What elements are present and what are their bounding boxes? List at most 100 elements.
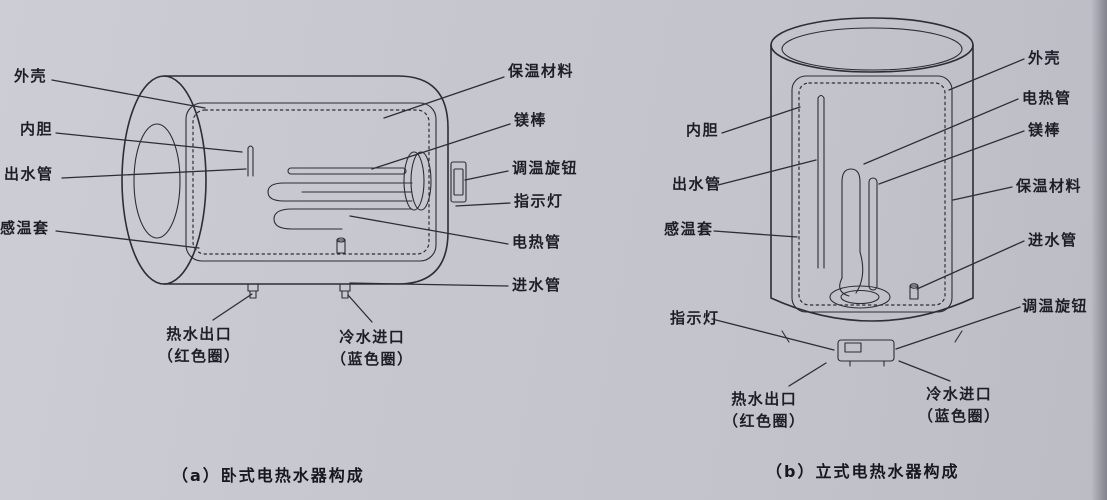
heater-a-cold-nozzle-flange xyxy=(339,283,351,292)
heater-b-inlet-stub-top xyxy=(909,283,919,289)
heater-b-vertical xyxy=(770,17,974,367)
heater-b-inner-tank xyxy=(791,75,953,313)
heater-a-flange-outer xyxy=(410,151,432,211)
label-b-insulation: 保温材料 xyxy=(1016,177,1083,195)
label-b-inlet-pipe: 进水管 xyxy=(1028,231,1078,249)
heater-b-heating-tube-curl-left xyxy=(839,277,850,297)
label-b-hot-outlet-line1: 热水出口 xyxy=(731,390,798,408)
leader-a-inner-tank xyxy=(55,132,243,153)
leader-b-outlet-pipe xyxy=(717,159,817,186)
heater-a-insulation-band xyxy=(192,109,430,255)
heater-a-cold-nozzle xyxy=(341,290,349,299)
label-b-hot-outlet: 热水出口 （红色圈） xyxy=(723,389,806,433)
leader-a-magnesium-rod xyxy=(371,123,511,170)
leader-b-inlet-pipe xyxy=(916,240,1025,290)
heater-b-magnesium-rod xyxy=(868,177,878,291)
label-a-inner-tank: 内胆 xyxy=(20,120,54,138)
heater-a-inlet-stub xyxy=(336,239,346,254)
leader-a-hot-outlet xyxy=(212,293,253,321)
leader-b-sensor-sleeve xyxy=(713,230,798,238)
heater-b-top-rim xyxy=(781,27,963,71)
label-a-magnesium-rod: 镁棒 xyxy=(514,111,548,129)
label-b-inner-tank: 内胆 xyxy=(686,121,720,139)
label-b-indicator-light: 指示灯 xyxy=(670,309,720,327)
heater-b-box-stubs xyxy=(849,360,885,367)
label-a-shell: 外壳 xyxy=(14,67,48,85)
heater-a-horizontal xyxy=(121,75,467,299)
label-a-cold-inlet-line2: （蓝色圈） xyxy=(331,349,414,368)
leader-a-indicator-light xyxy=(455,202,511,207)
heater-a-outlet-pipe xyxy=(247,145,254,177)
heater-b-control-box-window xyxy=(844,342,862,353)
leader-b-magnesium-rod xyxy=(878,130,1025,185)
label-a-inlet-pipe: 进水管 xyxy=(512,276,562,294)
label-b-magnesium-rod: 镁棒 xyxy=(1028,121,1062,139)
label-b-cold-inlet-line1: 冷水进口 xyxy=(926,385,993,403)
heater-b-foot-left xyxy=(781,330,790,343)
heater-a-heating-tube-lower xyxy=(273,208,413,230)
heater-b-flange xyxy=(829,285,891,309)
heater-b-inlet-stub xyxy=(909,285,919,300)
label-b-cold-inlet-line2: （蓝色圈） xyxy=(918,406,1001,425)
heater-b-control-box xyxy=(837,339,895,362)
heater-a-body-outline xyxy=(163,75,449,285)
leader-b-thermostat-knob xyxy=(895,306,1021,350)
heater-a-hot-nozzle-flange xyxy=(247,283,259,292)
heater-b-top-outline xyxy=(770,17,974,73)
label-a-cold-inlet-line1: 冷水进口 xyxy=(339,328,406,346)
leader-a-shell xyxy=(51,79,206,109)
caption-a: （a）卧式电热水器构成 xyxy=(172,466,365,485)
leader-b-inner-tank xyxy=(721,106,801,134)
label-b-cold-inlet: 冷水进口 （蓝色圈） xyxy=(918,384,1001,428)
heater-a-endcap-opening xyxy=(133,123,181,239)
leader-a-inlet-pipe xyxy=(349,282,509,287)
label-b-shell: 外壳 xyxy=(1028,49,1062,67)
label-a-hot-outlet: 热水出口 （红色圈） xyxy=(158,324,241,368)
leader-a-cold-inlet xyxy=(347,294,373,323)
label-a-sensor-sleeve: 感温套 xyxy=(0,219,50,237)
label-a-hot-outlet-line1: 热水出口 xyxy=(166,325,233,343)
label-a-indicator-light: 指示灯 xyxy=(514,192,564,210)
heater-b-heating-tube-curl-right xyxy=(855,251,864,294)
heater-a-heating-tube xyxy=(267,182,413,202)
leader-a-sensor-sleeve xyxy=(55,230,200,249)
heater-a-flange xyxy=(403,151,425,211)
label-a-cold-inlet: 冷水进口 （蓝色圈） xyxy=(331,327,414,371)
heater-b-foot-right xyxy=(954,330,963,343)
label-b-outlet-pipe: 出水管 xyxy=(672,175,722,193)
leader-b-shell xyxy=(948,58,1025,91)
heater-a-magnesium-rod xyxy=(287,167,407,175)
label-a-thermostat-knob: 调温旋钮 xyxy=(512,159,579,177)
heater-a-thermostat-knob xyxy=(450,161,467,203)
heater-b-body-outline xyxy=(770,44,974,322)
label-b-thermostat-knob: 调温旋钮 xyxy=(1022,297,1089,315)
label-b-sensor-sleeve: 感温套 xyxy=(664,220,714,238)
label-a-heating-tube: 电热管 xyxy=(512,233,562,251)
heater-a-hot-nozzle xyxy=(249,290,257,299)
heater-a-inner-tank xyxy=(185,102,437,262)
leader-b-heating-tube xyxy=(863,98,1019,165)
label-a-outlet-pipe: 出水管 xyxy=(4,165,54,183)
label-b-hot-outlet-line2: （红色圈） xyxy=(723,411,806,430)
leader-b-hot-outlet xyxy=(788,362,827,387)
heater-b-insulation-band xyxy=(798,82,946,306)
heater-a-inlet-stub-top xyxy=(336,237,346,243)
heater-a-endcap-outline xyxy=(121,75,207,285)
label-a-insulation: 保温材料 xyxy=(508,62,575,80)
heater-b-leader-lines xyxy=(711,58,1025,387)
label-b-heating-tube: 电热管 xyxy=(1022,89,1072,107)
heater-a-thermostat-knob-face xyxy=(453,168,464,196)
heater-b-outlet-pipe xyxy=(817,94,825,269)
leader-a-insulation xyxy=(383,76,505,119)
heater-b-flange-inner xyxy=(840,289,880,305)
leader-b-insulation xyxy=(952,186,1013,201)
leader-a-thermostat-knob xyxy=(464,170,509,181)
leader-a-outlet-pipe xyxy=(61,168,247,179)
leader-b-indicator-light xyxy=(711,318,835,351)
label-a-hot-outlet-line2: （红色圈） xyxy=(158,346,241,365)
leader-a-heating-tube xyxy=(349,215,509,245)
caption-b: （b）立式电热水器构成 xyxy=(766,462,960,481)
leader-b-cold-inlet xyxy=(898,360,951,382)
